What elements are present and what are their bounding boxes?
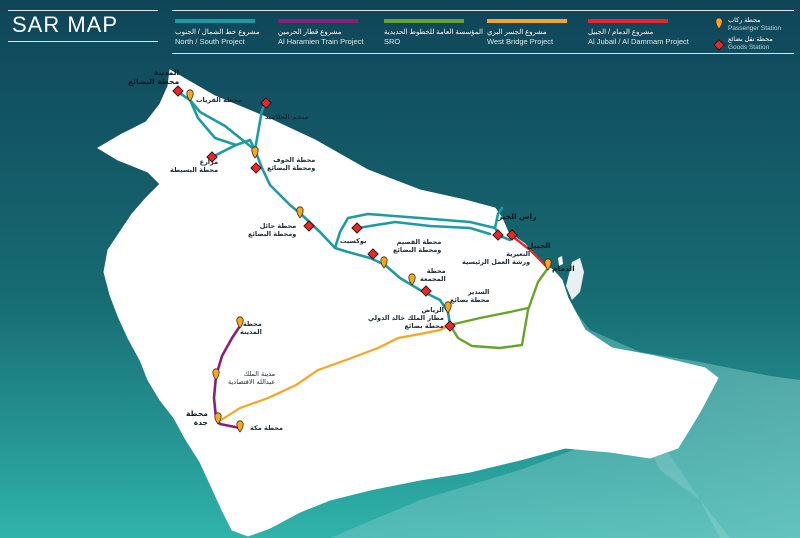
legend-swatch (278, 19, 358, 23)
legend-label-en: North / South Project (175, 37, 245, 46)
saudi-arabia-landmass (97, 69, 719, 537)
legend-label-en: Al Haramien Train Project (278, 37, 364, 46)
title-rule-top (8, 10, 158, 11)
legend-label-ar: مشروع الدمام / الجبيل (588, 29, 654, 36)
label-bauxite: بوكسيت (340, 237, 367, 245)
legend-rule-top (172, 10, 794, 11)
legend-label-en: Al Jubail / Al Dammam Project (588, 37, 689, 46)
label-majmaah: محطة المجمعة (420, 267, 446, 283)
key-passenger-en: Passenger Station (728, 25, 782, 32)
haramain-line (212, 325, 242, 430)
legend-item-haramain: مشروع قطار الحرمين Al Haramien Train Pro… (278, 19, 390, 47)
jubail-dammam-line (511, 235, 549, 269)
north-south-line (176, 90, 512, 327)
title-rule-bottom (8, 41, 158, 42)
legend-label-ar: مشروع الجسر البري (487, 29, 547, 36)
legend-label-ar: مشروع قطار الحرمين (278, 29, 342, 36)
key-goods: محطة نقل بضائع Goods Station (728, 36, 798, 52)
legend-label-en: SRO (384, 37, 401, 46)
legend-swatch (175, 19, 255, 23)
label-madinah-goods: المدينة محطة البضائع (128, 68, 180, 86)
legend-label-en: West Bridge Project (487, 37, 554, 46)
legend-label-ar: مشروع خط الشمال / الجنوب (175, 29, 260, 36)
label-jubail: الجبيل (527, 241, 551, 250)
label-jeddah: محطة جدة (186, 409, 208, 427)
legend-swatch (487, 19, 567, 23)
legend-swatch (384, 19, 464, 23)
label-sudair: السدير محطة بضائع (450, 288, 490, 304)
map-title: SAR MAP (12, 12, 119, 37)
qatar-peninsula (566, 258, 584, 300)
key-passenger: محطة ركاب Passenger Station (728, 17, 798, 33)
label-hail: محطة حائل ومحطة البضائع (248, 222, 297, 238)
key-passenger-ar: محطة ركاب (728, 17, 761, 24)
legend-item-landbridge: مشروع الجسر البري West Bridge Project (487, 19, 599, 47)
bahrain (558, 256, 563, 266)
legend-item-jubail-dammam: مشروع الدمام / الجبيل Al Jubail / Al Dam… (588, 19, 700, 47)
label-dammam: الدمام (552, 264, 575, 273)
legend-swatch (588, 19, 668, 23)
key-goods-en: Goods Station (728, 44, 770, 51)
legend-item-sro: المؤسسة العامة للخطوط الحديدية SRO (384, 19, 496, 47)
label-madinah: محطة المدينة (240, 320, 262, 336)
label-riyadh: الرياض مطار الملك خالد الدولي محطة بضائع (368, 306, 444, 330)
label-jouf: محطة الجوف ومحطة البضائع (267, 156, 316, 172)
label-makkah: محطة مكة (250, 424, 283, 432)
label-jalamid: منجم الجلاميد (265, 113, 309, 121)
landbridge-line (217, 324, 451, 423)
sro-line (448, 267, 549, 350)
key-goods-ar: محطة نقل بضائع (728, 36, 773, 43)
label-nairyah: النعيرية ورشة العمل الرئيسية (462, 250, 531, 266)
label-mazari: مزارع محطة البسيطة (170, 158, 219, 174)
legend-item-north-south: مشروع خط الشمال / الجنوب North / South P… (175, 19, 287, 47)
legend-rule-bottom (172, 53, 794, 54)
label-kaec: مدينة الملك عبدالله الاقتصادية (228, 370, 276, 386)
label-qassim: محطة القصيم ومحطة البضائع (393, 238, 442, 254)
legend-label-ar: المؤسسة العامة للخطوط الحديدية (384, 29, 483, 36)
label-ras-alkhair: راس الخير (498, 212, 537, 221)
label-qurayyat: محطة القريات (196, 96, 243, 104)
